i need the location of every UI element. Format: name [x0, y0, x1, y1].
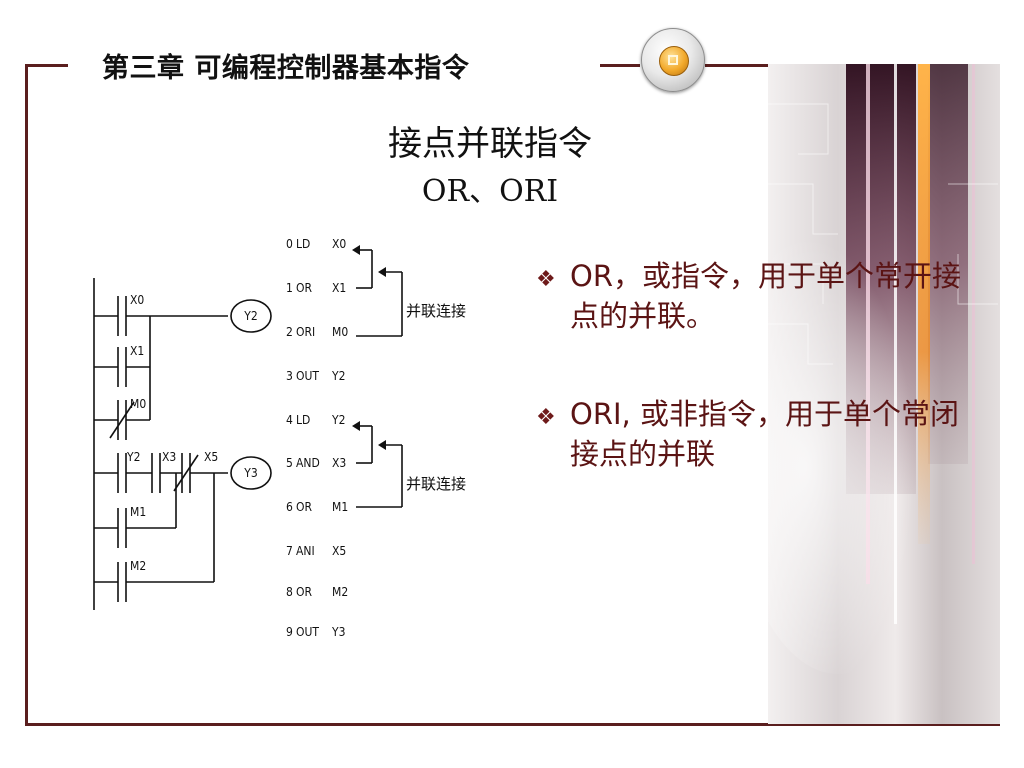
instr-operand: X5	[332, 544, 346, 558]
diamond-bullet-icon: ❖	[536, 267, 556, 292]
bullet-text: ，或指令，用于单个常开接点的并联。	[570, 259, 961, 333]
instr-op: OR	[296, 585, 312, 599]
instr-step: 7	[286, 544, 293, 558]
bullet-lead: OR	[570, 259, 613, 293]
instr-op: ORI	[296, 325, 315, 339]
instr-step: 4	[286, 413, 293, 427]
instr-operand: Y2	[331, 413, 345, 427]
badge-gold-center	[659, 46, 689, 76]
decorative-light-panel	[768, 64, 1000, 724]
contact-label-m2: M2	[130, 559, 146, 573]
bullet-or: ❖ OR，或指令，用于单个常开接点的并联。	[536, 258, 980, 334]
frame-left	[25, 64, 28, 726]
slide-title: 接点并联指令	[388, 124, 592, 164]
instr-step: 1	[286, 281, 293, 295]
instr-operand: M0	[332, 325, 348, 339]
instr-step: 3	[286, 369, 293, 383]
contact-label-x0: X0	[130, 293, 144, 307]
instr-op: AND	[296, 456, 320, 470]
coil-label-y2: Y2	[243, 309, 257, 323]
instr-step: 0	[286, 237, 293, 251]
bullet-ori: ❖ ORI, 或非指令，用于单个常闭接点的并联	[536, 396, 980, 472]
instr-operand: X0	[332, 237, 346, 251]
contact-label-y2: Y2	[126, 450, 140, 464]
contact-label-m1: M1	[130, 505, 146, 519]
frame-top-left	[25, 64, 68, 67]
slide-subtitle: OR、ORI	[421, 174, 559, 209]
bullet-text: 或非指令，用于单个常闭接点的并联	[570, 397, 959, 471]
diamond-bullet-icon: ❖	[536, 405, 556, 430]
instr-operand: M1	[332, 500, 348, 514]
instr-step: 9	[286, 625, 293, 639]
instr-operand: X3	[332, 456, 346, 470]
frame-bottom	[25, 723, 1000, 726]
contact-label-x3: X3	[162, 450, 176, 464]
instr-step: 8	[286, 585, 293, 599]
instr-op: OUT	[296, 625, 319, 639]
bracket-group-2	[356, 425, 403, 508]
instr-operand: X1	[332, 281, 346, 295]
instr-op: OR	[296, 500, 312, 514]
frame-top-mid	[600, 64, 640, 67]
instr-op: LD	[296, 413, 310, 427]
coil-label-y3: Y3	[243, 466, 257, 480]
instr-op: OR	[296, 281, 312, 295]
annotation-parallel-2: 并联连接	[406, 475, 466, 493]
instr-operand: Y3	[331, 625, 345, 639]
contact-label-m0: M0	[130, 397, 146, 411]
instr-op: LD	[296, 237, 310, 251]
annotation-parallel-1: 并联连接	[406, 302, 466, 320]
contact-label-x1: X1	[130, 344, 144, 358]
instruction-list: 0 LD X0 1 OR X1 2 ORI M0 3 OUT Y2 4 LD Y…	[286, 237, 348, 639]
instr-step: 5	[286, 456, 293, 470]
chapter-title: 第三章 可编程控制器基本指令	[102, 53, 470, 84]
bracket-arrows-1	[352, 245, 386, 277]
badge-square-icon	[668, 55, 678, 65]
instr-op: ANI	[296, 544, 315, 558]
contact-label-x5: X5	[204, 450, 218, 464]
bullet-lead: ORI,	[570, 397, 631, 431]
bracket-group-1	[356, 249, 403, 337]
instr-operand: M2	[332, 585, 348, 599]
instr-op: OUT	[296, 369, 319, 383]
instr-step: 2	[286, 325, 293, 339]
instr-step: 6	[286, 500, 293, 514]
decorative-light-streaks	[768, 64, 998, 674]
instr-operand: Y2	[331, 369, 345, 383]
chapter-badge-icon	[641, 28, 705, 92]
bracket-arrows-2	[352, 421, 386, 450]
